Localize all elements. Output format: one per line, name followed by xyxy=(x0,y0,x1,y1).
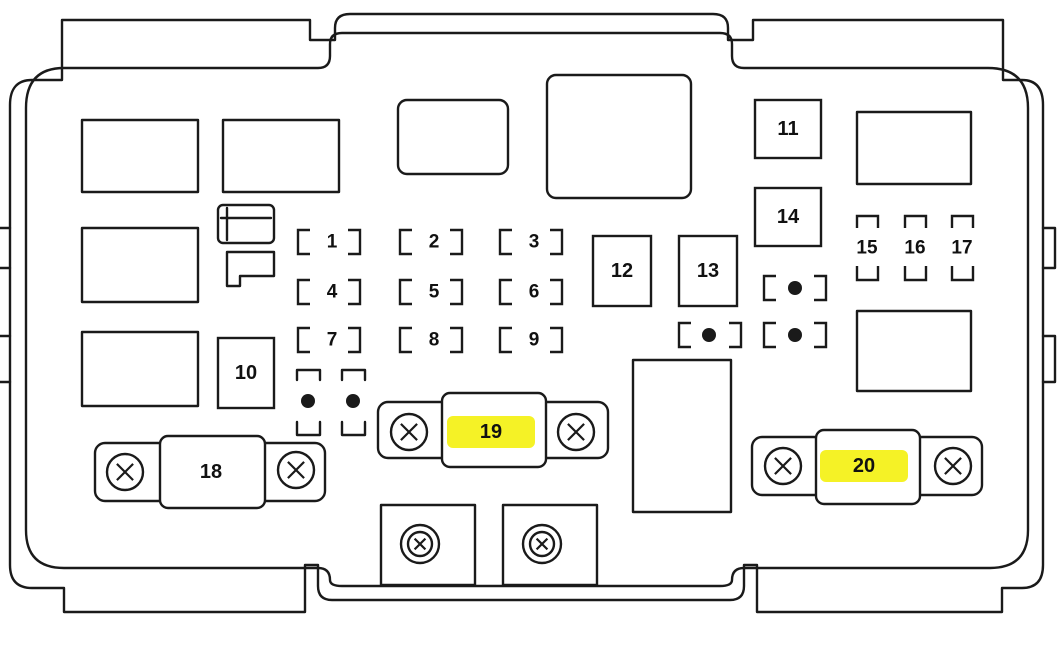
fuse-label-8: 8 xyxy=(429,330,440,351)
fuse-slot-5 xyxy=(398,278,464,306)
relay-top-center xyxy=(396,98,510,176)
relay-14 xyxy=(753,186,823,248)
relay-10 xyxy=(216,336,276,410)
fuse-slot-16 xyxy=(903,214,928,282)
bolt-icon-19-left-cross xyxy=(400,423,418,441)
ring-terminal-icon-right-bolt-cross xyxy=(535,537,549,551)
fuse-label-3: 3 xyxy=(529,232,540,253)
fuse-label-7: 7 xyxy=(327,330,338,351)
relay-label-13: 13 xyxy=(697,260,719,282)
bolt-icon-19-right-cross xyxy=(567,423,585,441)
fuse-label-9: 9 xyxy=(529,330,540,351)
ring-terminal-icon-left xyxy=(399,523,441,565)
main-fuse-label-19: 19 xyxy=(480,421,502,443)
fuse-label-16: 16 xyxy=(904,238,925,259)
dot-5 xyxy=(346,394,360,408)
relay-top-large xyxy=(545,73,693,200)
relay-right-mid xyxy=(855,309,973,393)
highlight-19 xyxy=(447,416,535,448)
bolt-icon-20-right-cross xyxy=(944,457,962,475)
relay-right-top xyxy=(855,110,973,186)
relay-label-14: 14 xyxy=(777,206,800,228)
fuse-label-4: 4 xyxy=(327,282,338,303)
fuse-slot-2 xyxy=(398,228,464,256)
module-block xyxy=(631,358,733,514)
relay-label-12: 12 xyxy=(611,260,633,282)
fuse-slot-7 xyxy=(296,326,362,354)
fuse-label-15: 15 xyxy=(856,238,878,259)
fuse-label-6: 6 xyxy=(529,282,540,303)
fuse-slot-3 xyxy=(498,228,564,256)
dot-slot-2 xyxy=(762,321,828,349)
fuse-slot-1 xyxy=(296,228,362,256)
dot-1 xyxy=(788,281,802,295)
relay-13 xyxy=(677,234,739,308)
connector-tab xyxy=(225,250,276,288)
housing-inner xyxy=(24,31,1030,588)
fuse-slot-8 xyxy=(398,326,464,354)
fuse-label-2: 2 xyxy=(429,232,440,253)
ring-terminal-icon-right xyxy=(521,523,563,565)
main-fuse-body-18 xyxy=(158,434,267,510)
fuse-slot-6 xyxy=(498,278,564,306)
fuse-slot-15 xyxy=(855,214,880,282)
ring-terminal-icon-left-bolt-cross xyxy=(413,537,427,551)
terminal-post-right xyxy=(501,503,599,587)
fuse-label-1: 1 xyxy=(327,232,338,253)
fuse-slot-vertical-a xyxy=(295,368,322,437)
bolt-icon-18-right-cross xyxy=(287,461,305,479)
connector-block-detail xyxy=(219,206,273,242)
side-tab-left-upper xyxy=(0,226,12,270)
highlight-20 xyxy=(820,450,908,482)
terminal-post-left xyxy=(379,503,477,587)
relay-label-10: 10 xyxy=(235,362,257,384)
side-tab-right-upper xyxy=(1041,226,1057,270)
relay-11 xyxy=(753,98,823,160)
relay-12 xyxy=(591,234,653,308)
connector-block xyxy=(216,203,276,245)
fuse-slot-9 xyxy=(498,326,564,354)
relay-left-3 xyxy=(80,226,200,304)
main-fuse-label-20: 20 xyxy=(853,455,875,477)
fuse-slot-vertical-b xyxy=(340,368,367,437)
dot-slot-3 xyxy=(677,321,743,349)
side-tab-left-lower xyxy=(0,334,12,384)
dot-slot-1 xyxy=(762,274,828,302)
main-fuse-label-18: 18 xyxy=(200,461,222,483)
bolt-icon-18-left-cross xyxy=(116,463,134,481)
fuse-label-5: 5 xyxy=(429,282,440,303)
bolt-icon-20-left-cross xyxy=(774,457,792,475)
relay-left-1 xyxy=(80,118,200,194)
fuse-slot-17 xyxy=(950,214,975,282)
relay-label-11: 11 xyxy=(777,118,798,140)
side-tab-right-lower xyxy=(1041,334,1057,384)
dot-3 xyxy=(702,328,716,342)
relay-left-2 xyxy=(221,118,341,194)
fuse-slot-4 xyxy=(296,278,362,306)
relay-left-4 xyxy=(80,330,200,408)
dot-2 xyxy=(788,328,802,342)
dot-4 xyxy=(301,394,315,408)
housing-outer xyxy=(8,12,1045,614)
fuse-label-17: 17 xyxy=(951,238,972,259)
